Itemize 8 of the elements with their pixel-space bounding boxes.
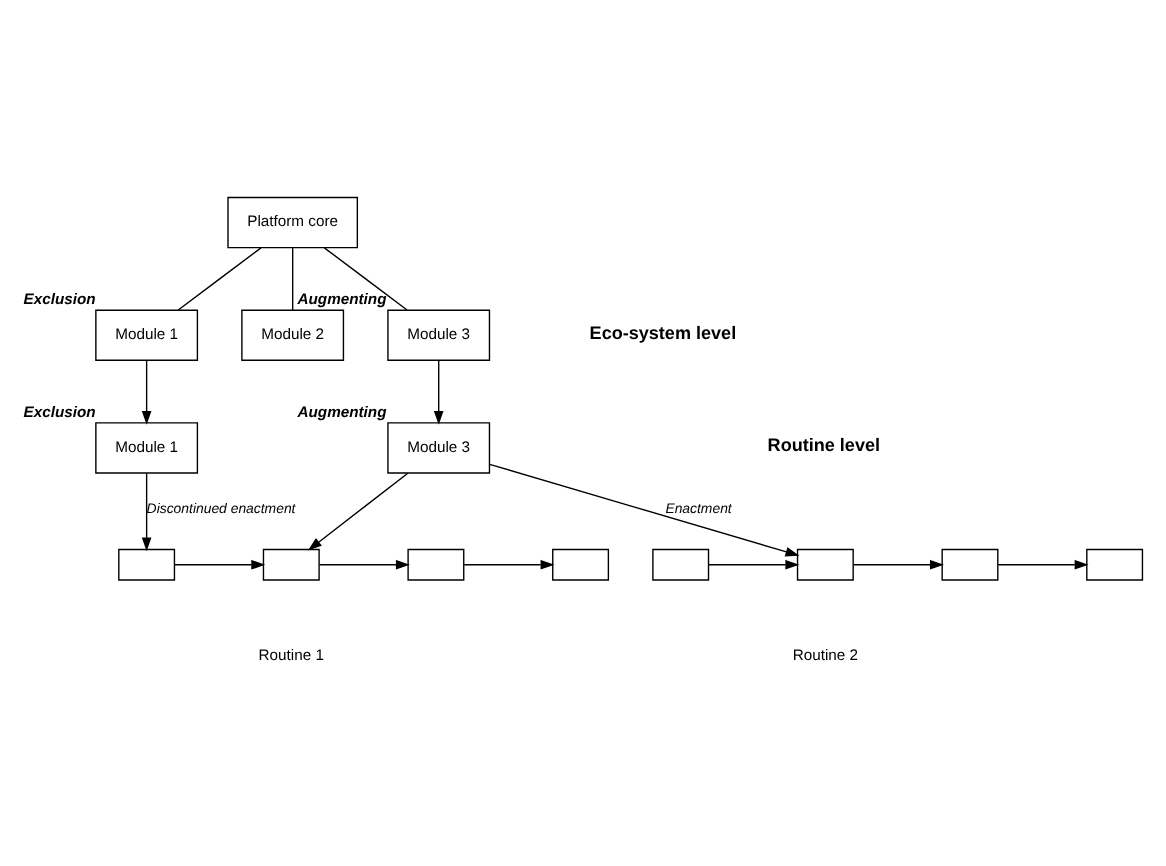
label: Routine level <box>767 434 881 455</box>
node-label: Exclusion <box>23 402 96 421</box>
node-label: Augmenting <box>297 402 387 421</box>
label: Routine 1 <box>258 645 324 664</box>
label: Eco-system level <box>589 321 737 342</box>
node-label: Exclusion <box>23 289 96 308</box>
label: Routine 2 <box>792 645 858 664</box>
node-label: Augmenting <box>297 289 387 308</box>
